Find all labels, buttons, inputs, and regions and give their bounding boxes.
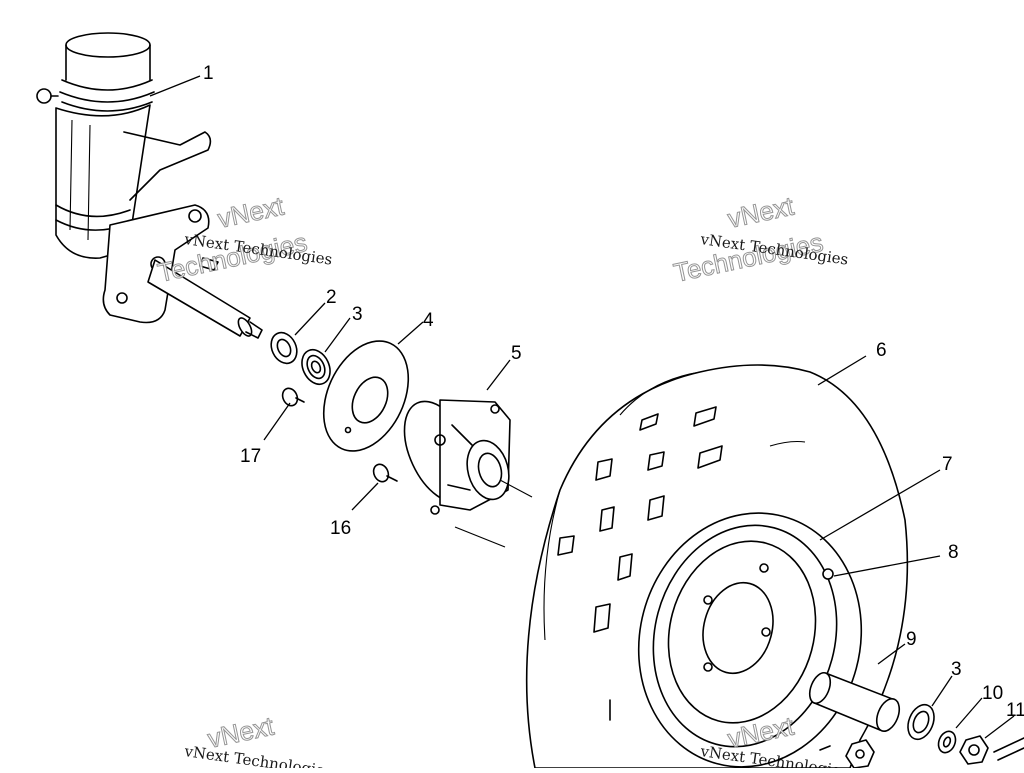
callout-16: 16 xyxy=(330,518,351,539)
watermark-right: vNext Technologies vNext Technologies xyxy=(671,190,850,288)
part-4-brake-disc xyxy=(322,340,410,452)
callout-3-right: 3 xyxy=(951,659,962,680)
callout-17: 17 xyxy=(240,446,261,467)
callout-11: 11 xyxy=(1006,700,1024,721)
stud-line xyxy=(819,745,831,751)
callout-8: 8 xyxy=(948,542,959,563)
part-2-seal xyxy=(270,331,298,365)
part-7-wheel-rim xyxy=(637,512,863,768)
part-16-bolt xyxy=(372,463,398,483)
part-3-bearing-right xyxy=(907,703,935,741)
part-10-washer xyxy=(937,730,957,754)
callout-10: 10 xyxy=(982,683,1003,704)
callout-4: 4 xyxy=(423,310,434,331)
callout-5: 5 xyxy=(511,343,522,364)
callout-2: 2 xyxy=(326,287,337,308)
part-11-nut xyxy=(959,735,1024,765)
callout-7: 7 xyxy=(942,454,953,475)
callout-labels: 1 2 3 4 5 6 7 8 9 3 10 11 17 16 xyxy=(203,63,1024,721)
callout-1: 1 xyxy=(203,63,214,84)
part-9-spacer xyxy=(808,671,901,733)
part-1-spindle-housing xyxy=(36,32,263,339)
lug-nut xyxy=(845,739,875,769)
watermark-left-line1: vNext xyxy=(215,191,287,234)
callout-3: 3 xyxy=(352,304,363,325)
callout-9: 9 xyxy=(906,629,917,650)
part-8-lug-stud xyxy=(822,568,834,580)
watermark-bottom-left: vNext vNext Technologies xyxy=(182,710,333,773)
part-17-bolt xyxy=(281,387,305,407)
callout-6: 6 xyxy=(876,340,887,361)
watermark-bottom-left-caption: vNext Technologies xyxy=(182,742,333,768)
watermark-right-line1: vNext xyxy=(725,191,797,234)
part-5-wheel-hub xyxy=(403,399,533,548)
leader-lines xyxy=(149,75,1015,739)
part-3-bearing xyxy=(301,348,331,386)
